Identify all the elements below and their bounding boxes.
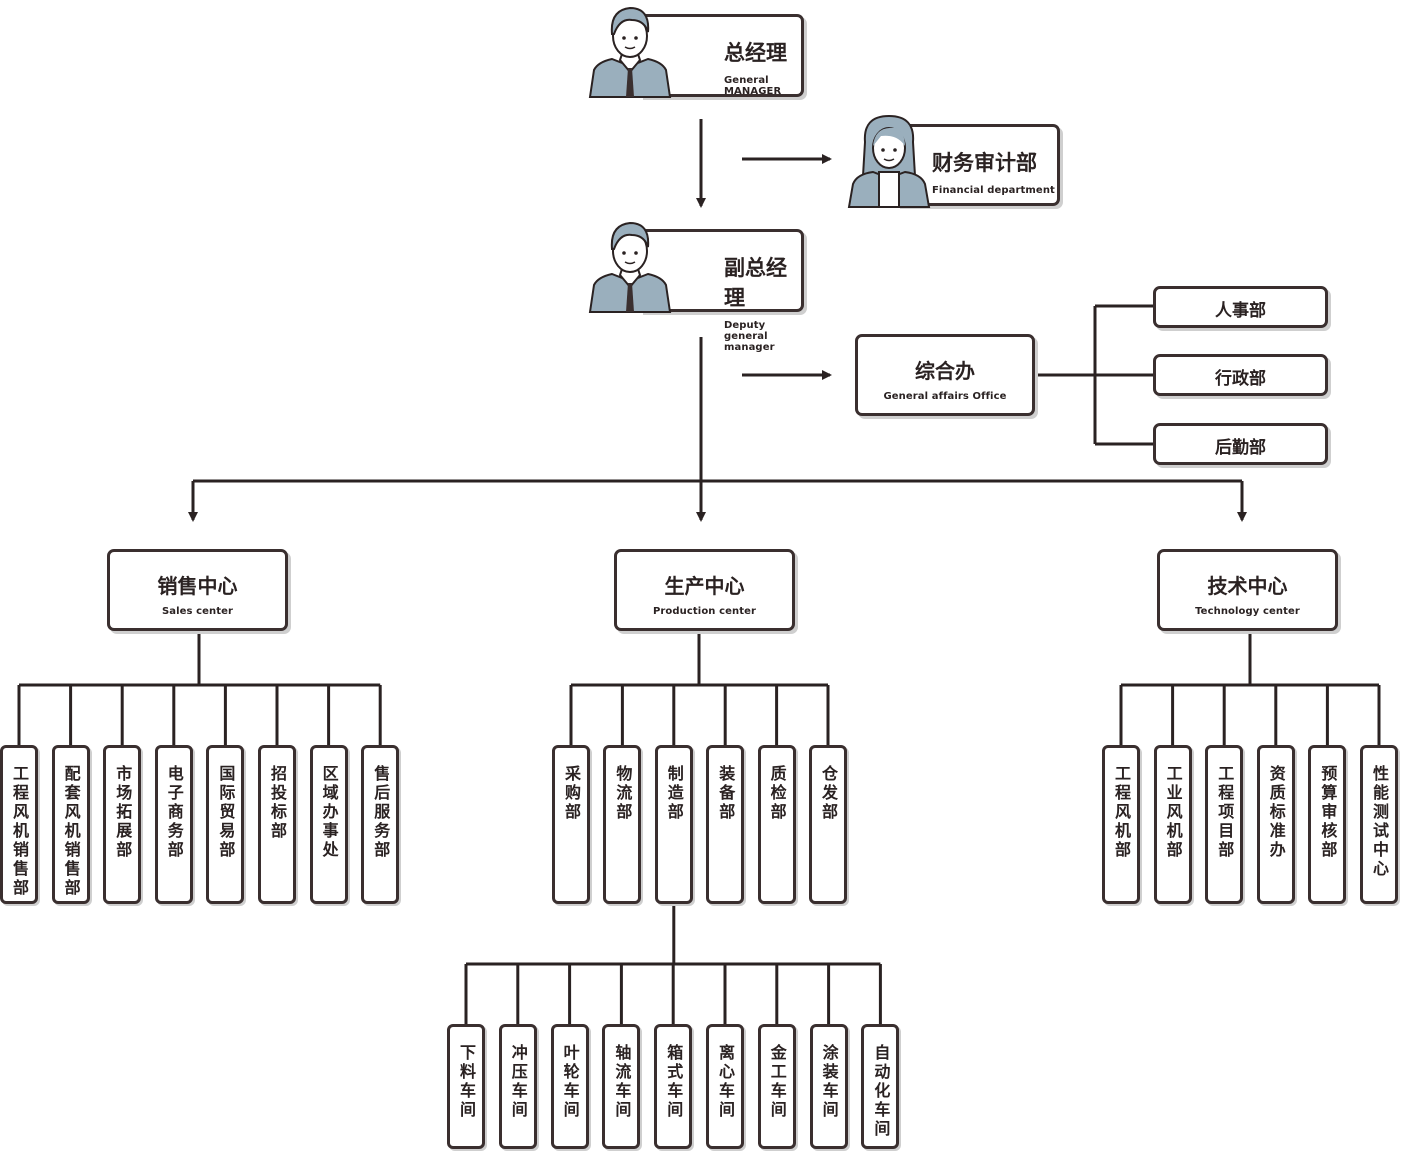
- deputy-manager-box: 副总经理 Deputy general manager: [640, 229, 804, 353]
- office-box-logistics: 后勤部: [1153, 423, 1328, 465]
- workshop: 涂装车间: [809, 1024, 848, 1149]
- production-center-box: 生产中心 Production center: [614, 549, 795, 631]
- technology-dept: 工程风机部: [1102, 745, 1140, 904]
- production-dept: 质检部: [757, 745, 796, 904]
- general-manager-subtitle: General MANAGER: [724, 75, 782, 97]
- production-dept-label: 仓发部: [819, 765, 838, 822]
- workshop-label: 冲压车间: [508, 1044, 528, 1120]
- general-affairs-subtitle: General affairs Office: [883, 391, 1007, 402]
- general-affairs-box: 综合办 General affairs Office: [855, 334, 1035, 416]
- workshop-label: 离心车间: [716, 1044, 735, 1120]
- workshop-label: 金工车间: [767, 1044, 787, 1120]
- sales-dept: 售后服务部: [361, 745, 400, 904]
- workshop: 金工车间: [757, 1024, 796, 1149]
- finance-title: 财务审计部: [932, 151, 1037, 175]
- production-dept: 采购部: [552, 745, 590, 904]
- deputy-title: 副总经理: [724, 256, 787, 310]
- technology-dept: 工业风机部: [1153, 745, 1192, 904]
- workshop: 自动化车间: [861, 1024, 900, 1149]
- production-dept-label: 采购部: [562, 765, 581, 822]
- production-dept: 物流部: [603, 745, 642, 904]
- center-title: 技术中心: [1207, 574, 1288, 598]
- center-subtitle: Production center: [652, 606, 757, 617]
- sales-dept-label: 工程风机销售部: [10, 765, 29, 898]
- general-affairs-title: 综合办: [915, 359, 975, 383]
- sales-center-box: 销售中心 Sales center: [107, 549, 288, 631]
- production-dept-label: 质检部: [767, 765, 787, 822]
- workshop-label: 箱式车间: [664, 1044, 684, 1120]
- technology-dept: 性能测试中心: [1360, 745, 1398, 904]
- center-title: 生产中心: [664, 574, 745, 598]
- sales-dept-label: 市场拓展部: [113, 765, 133, 860]
- workshop-label: 涂装车间: [819, 1044, 839, 1120]
- technology-dept: 工程项目部: [1205, 745, 1244, 904]
- technology-dept-label: 工业风机部: [1163, 765, 1183, 860]
- production-dept: 仓发部: [809, 745, 847, 904]
- sales-dept-label: 配套风机销售部: [61, 765, 81, 898]
- deputy-subtitle: Deputy general manager: [724, 320, 775, 353]
- sales-dept: 国际贸易部: [206, 745, 245, 904]
- workshop: 轴流车间: [602, 1024, 641, 1149]
- sales-dept: 配套风机销售部: [51, 745, 90, 904]
- technology-dept: 资质标准办: [1256, 745, 1295, 904]
- workshop-label: 下料车间: [457, 1044, 476, 1120]
- workshop: 叶轮车间: [550, 1024, 589, 1149]
- workshop-label: 叶轮车间: [560, 1044, 580, 1120]
- sales-dept-label: 电子商务部: [164, 765, 184, 860]
- finance-subtitle: Financial department: [932, 185, 1055, 196]
- workshop: 离心车间: [706, 1024, 744, 1149]
- center-subtitle: Technology center: [1195, 606, 1300, 617]
- sales-dept-label: 招投标部: [268, 765, 287, 841]
- sales-dept: 工程风机销售部: [0, 745, 38, 904]
- workshop: 下料车间: [447, 1024, 485, 1149]
- technology-dept-label: 资质标准办: [1266, 765, 1286, 860]
- workshop-label: 轴流车间: [612, 1044, 632, 1120]
- sales-dept: 市场拓展部: [103, 745, 142, 904]
- workshop: 箱式车间: [654, 1024, 693, 1149]
- sales-dept-label: 售后服务部: [371, 765, 391, 860]
- sales-dept: 招投标部: [258, 745, 296, 904]
- production-dept-label: 装备部: [716, 765, 736, 822]
- technology-center-box: 技术中心 Technology center: [1157, 549, 1338, 631]
- office-label: 人事部: [1215, 301, 1266, 321]
- general-manager-box: 总经理 General MANAGER: [640, 14, 804, 97]
- sales-dept-label: 区域办事处: [319, 765, 339, 860]
- office-box-hr: 人事部: [1153, 286, 1328, 328]
- technology-dept-label: 预算审核部: [1318, 765, 1338, 860]
- sales-dept: 区域办事处: [309, 745, 348, 904]
- office-label: 行政部: [1215, 369, 1266, 389]
- production-dept-label: 物流部: [613, 765, 633, 822]
- production-dept: 装备部: [706, 745, 745, 904]
- center-subtitle: Sales center: [161, 606, 234, 617]
- production-dept: 制造部: [654, 745, 693, 904]
- male-avatar-icon: [588, 221, 672, 313]
- center-title: 销售中心: [157, 574, 238, 598]
- male-avatar-icon: [588, 6, 672, 98]
- production-dept-label: 制造部: [664, 765, 684, 822]
- technology-dept-label: 性能测试中心: [1370, 765, 1389, 879]
- office-box-admin: 行政部: [1153, 354, 1328, 396]
- technology-dept-label: 工程项目部: [1215, 765, 1235, 860]
- sales-dept-label: 国际贸易部: [216, 765, 236, 860]
- general-manager-title: 总经理: [724, 41, 787, 65]
- female-avatar-icon: [847, 114, 931, 208]
- sales-dept: 电子商务部: [154, 745, 193, 904]
- technology-dept-label: 工程风机部: [1112, 765, 1131, 860]
- technology-dept: 预算审核部: [1308, 745, 1347, 904]
- workshop: 冲压车间: [498, 1024, 537, 1149]
- workshop-label: 自动化车间: [871, 1044, 891, 1139]
- office-label: 后勤部: [1215, 438, 1266, 458]
